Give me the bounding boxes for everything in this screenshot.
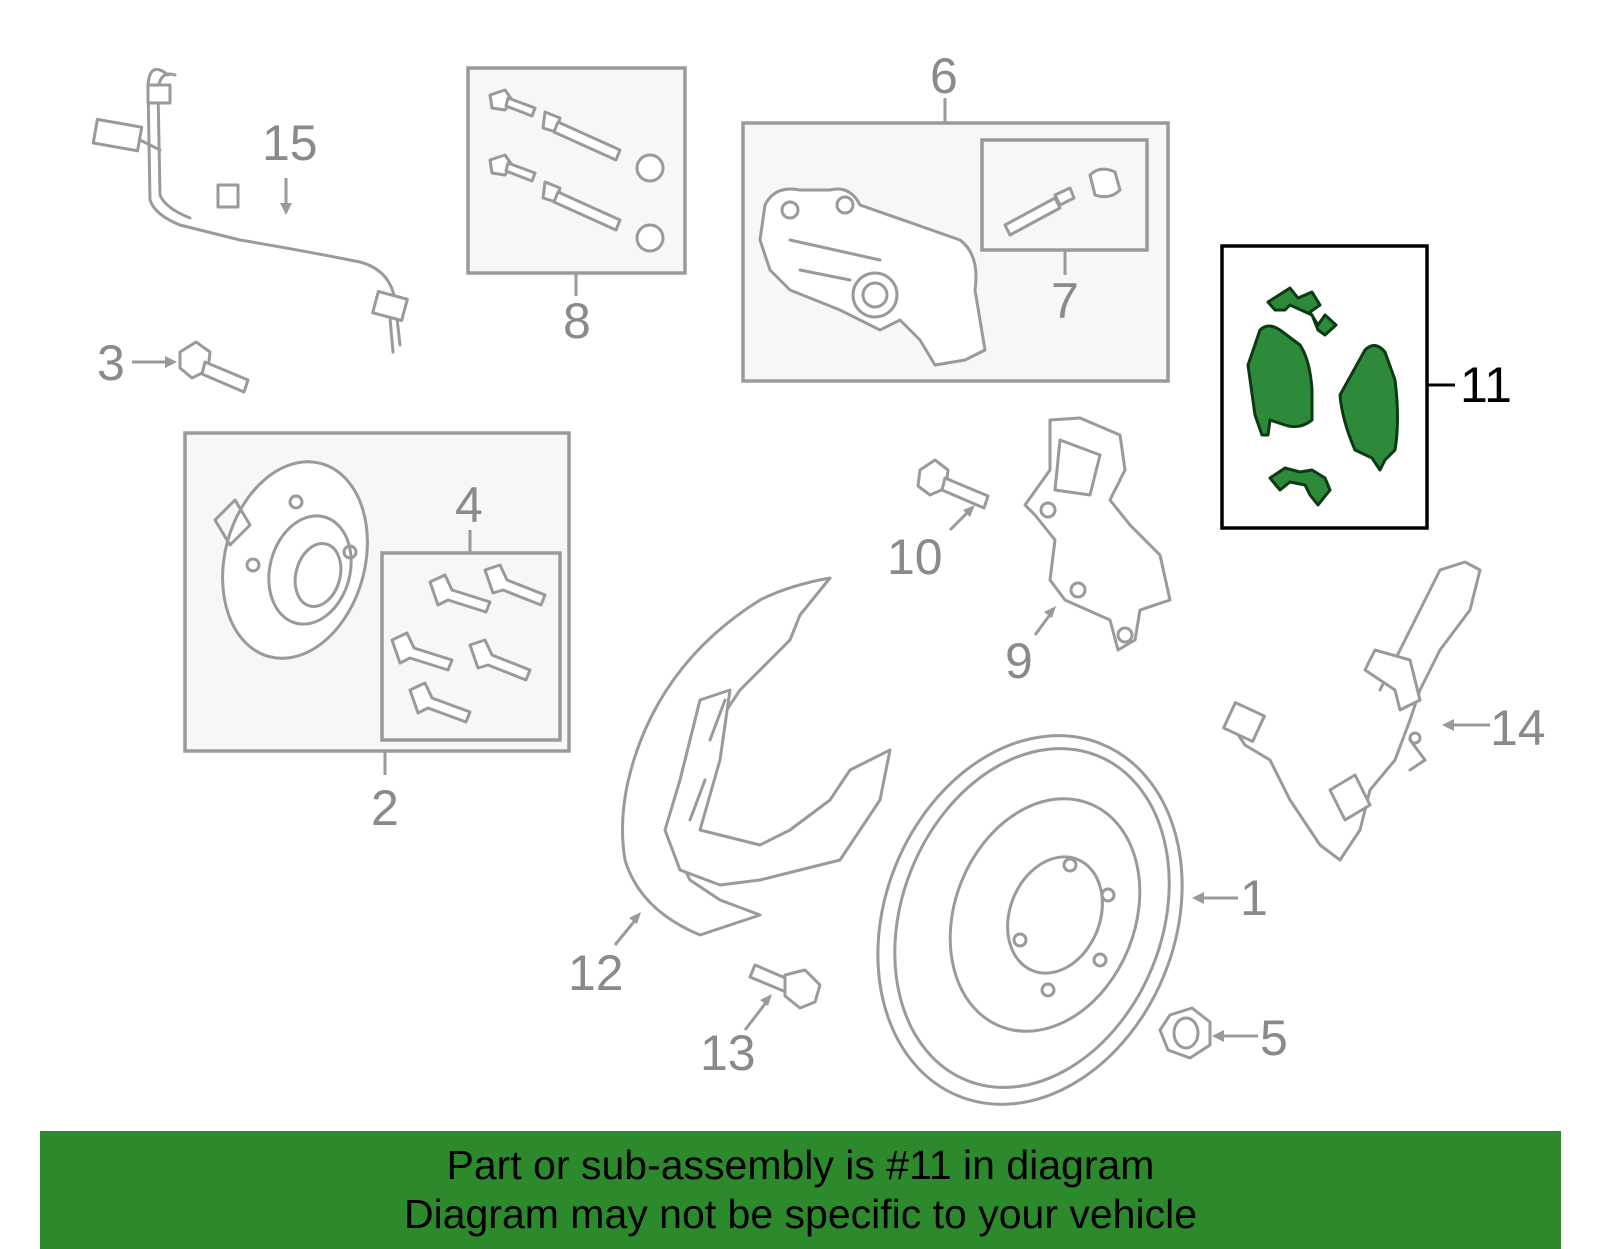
abs-sensor-wire-14[interactable] <box>1222 560 1482 862</box>
pad-inner-icon <box>1246 324 1314 437</box>
banner-line-1: Part or sub-assembly is #11 in diagram <box>446 1142 1155 1188</box>
callout-15: 15 <box>262 115 318 171</box>
caliper-6 <box>758 187 987 367</box>
dust-shield-12[interactable] <box>621 576 892 937</box>
wire-clip <box>146 83 172 105</box>
bolt-13[interactable] <box>748 963 822 1010</box>
wire-clip <box>216 183 240 209</box>
hub-bearing-2 <box>213 460 369 660</box>
banner-line-2: Diagram may not be specific to your vehi… <box>403 1191 1197 1237</box>
callout-5: 5 <box>1260 1010 1288 1066</box>
caliper-bracket-9[interactable] <box>1023 416 1172 652</box>
callout-7: 7 <box>1051 273 1079 329</box>
callout-14: 14 <box>1490 700 1546 756</box>
callout-2: 2 <box>371 780 399 836</box>
lug-nut-5[interactable] <box>1158 1006 1212 1060</box>
brake-pads-11[interactable] <box>1246 286 1399 507</box>
clip-upper-icon <box>1266 286 1338 337</box>
callout-1: 1 <box>1240 870 1268 926</box>
callout-6: 6 <box>930 48 958 104</box>
callout-8: 8 <box>563 293 591 349</box>
connector <box>91 117 144 153</box>
wheel-studs-4 <box>390 563 547 724</box>
guide-pins-8 <box>488 88 665 253</box>
callout-13: 13 <box>700 1025 756 1081</box>
pad-outer-icon <box>1338 344 1399 472</box>
callout-3: 3 <box>97 335 125 391</box>
callout-9: 9 <box>1005 633 1033 689</box>
callout-10: 10 <box>887 529 943 585</box>
abs-sensor-wire-15[interactable] <box>91 67 409 354</box>
brake-rotor-1[interactable] <box>824 690 1235 1151</box>
bolt-10[interactable] <box>916 458 990 510</box>
clip-lower-icon <box>1268 466 1332 507</box>
callout-11: 11 <box>1460 357 1512 413</box>
info-banner: Part or sub-assembly is #11 in diagram D… <box>40 1131 1561 1249</box>
callout-12: 12 <box>568 945 624 1001</box>
callout-4: 4 <box>455 477 483 533</box>
bleeder-screw-7 <box>1003 167 1122 237</box>
bolt-3[interactable] <box>178 340 250 394</box>
